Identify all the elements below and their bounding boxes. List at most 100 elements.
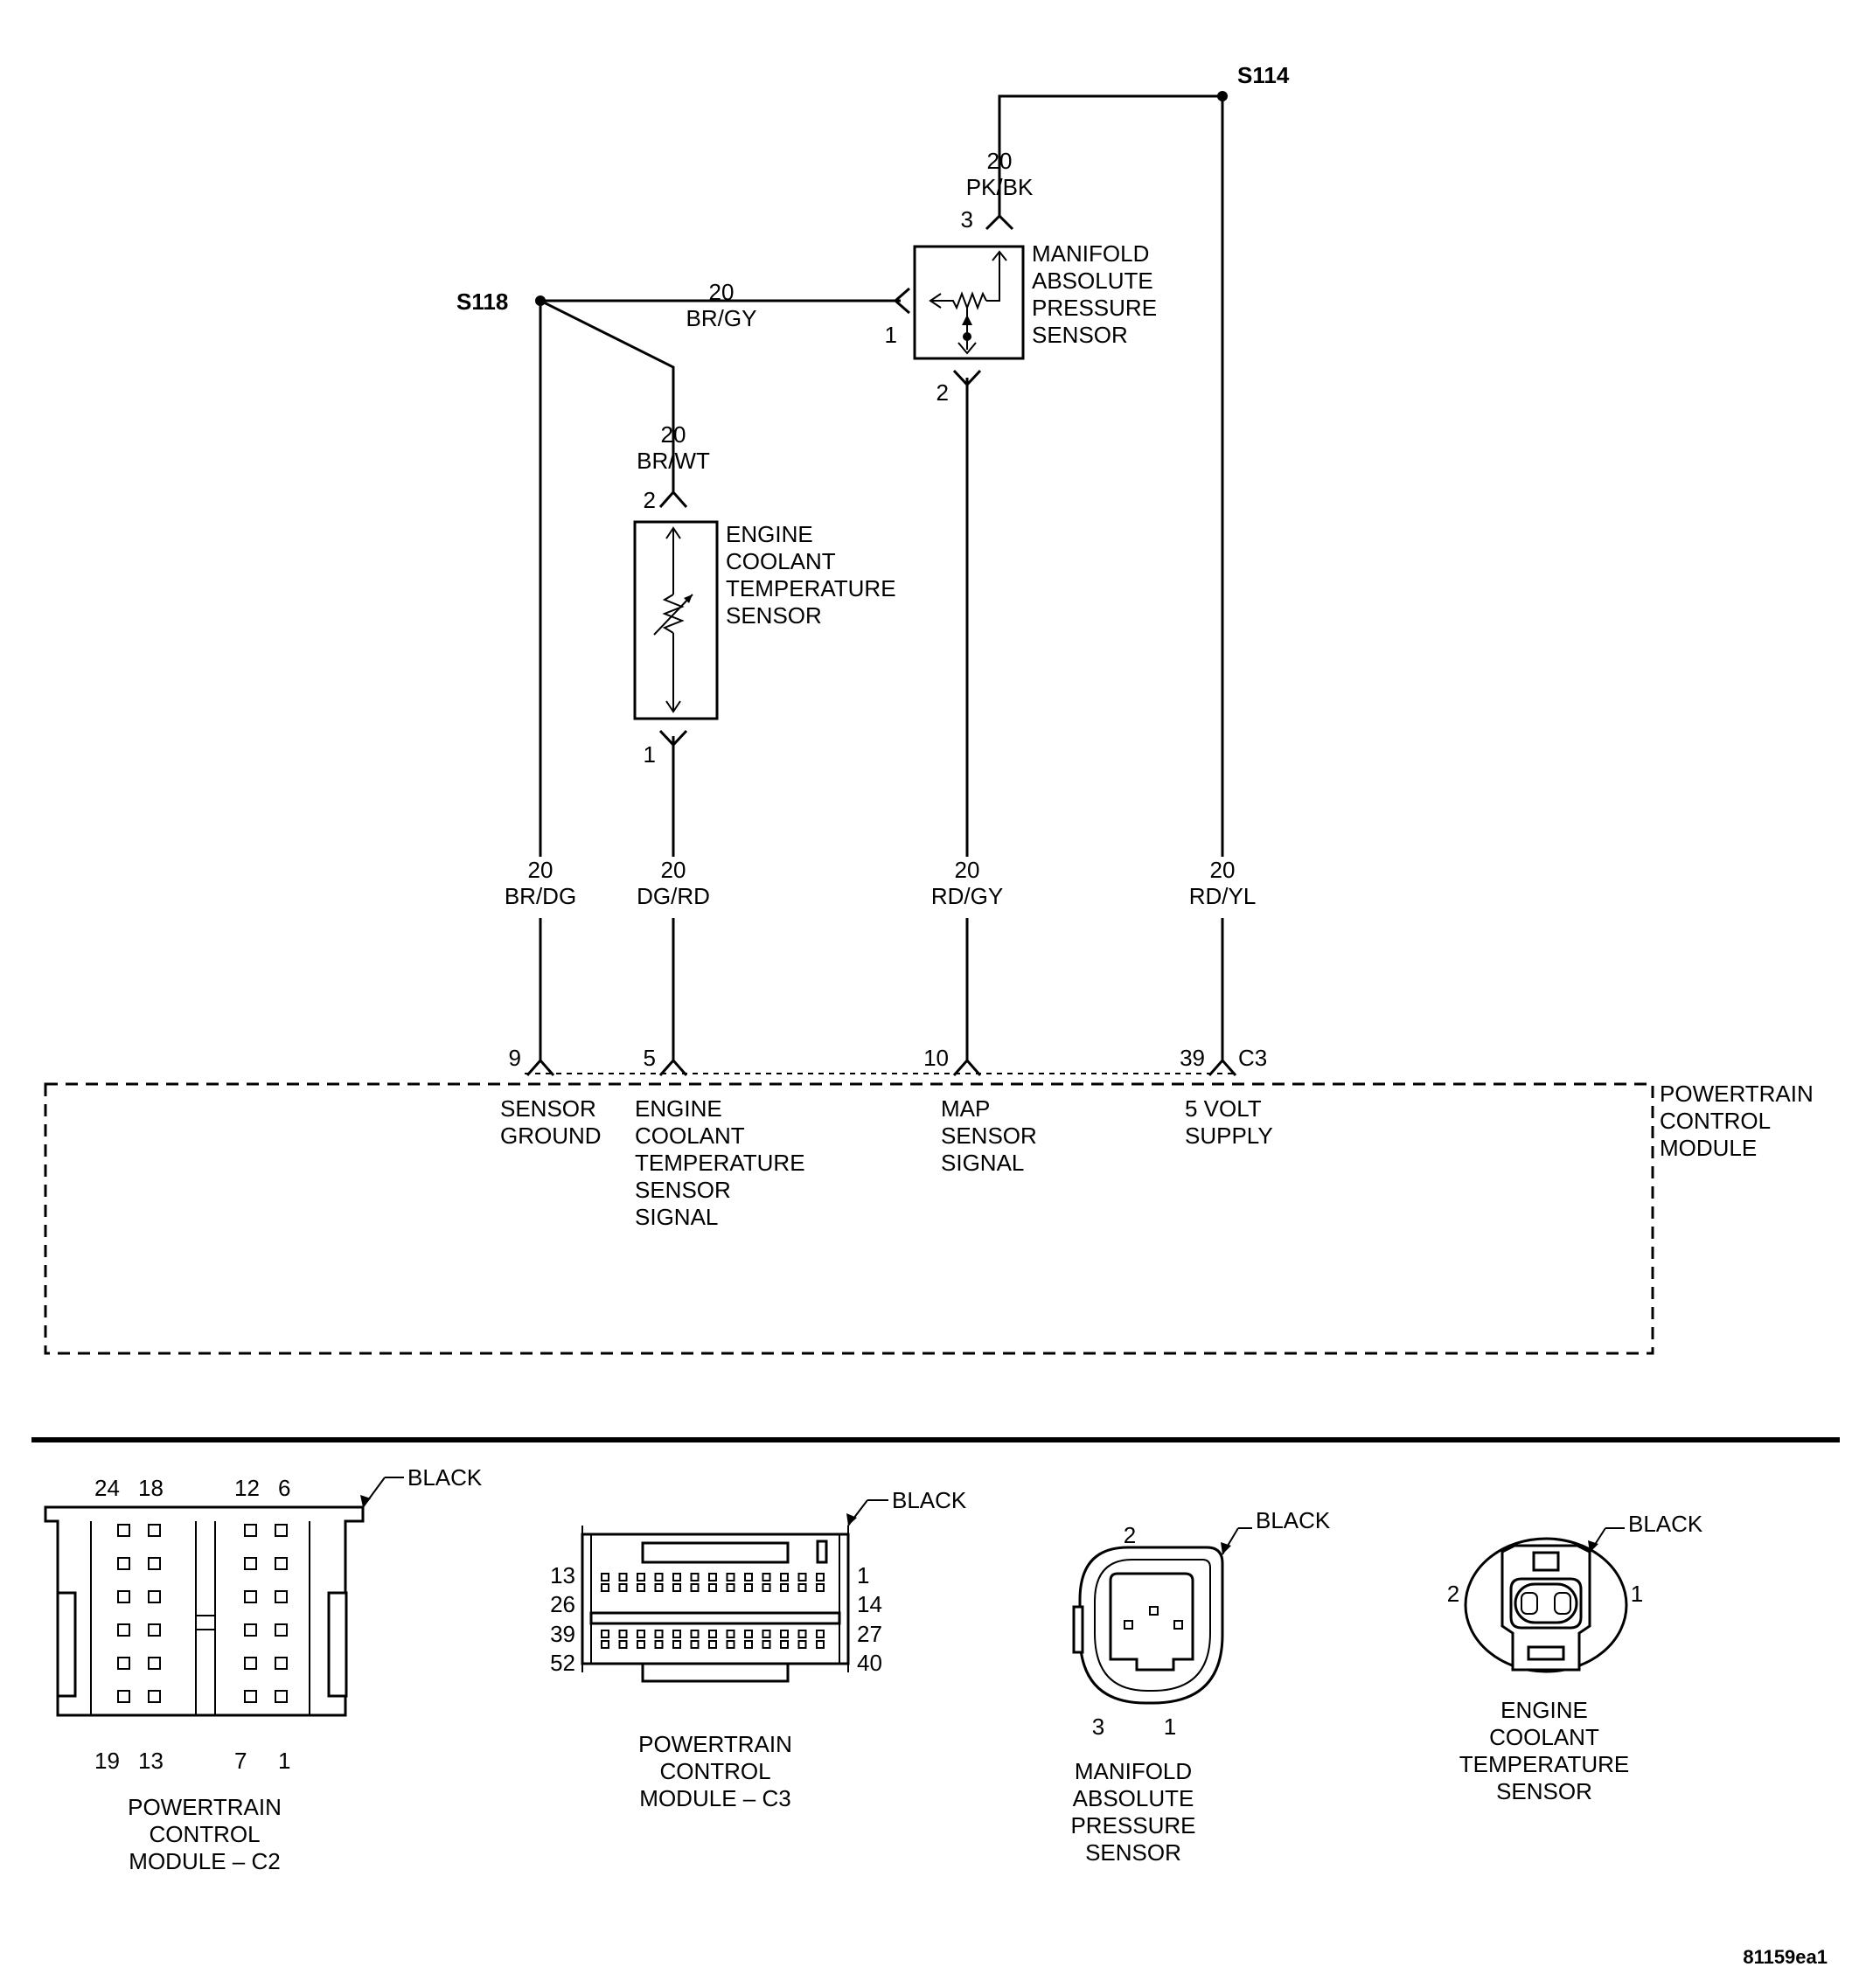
c3-color: BLACK xyxy=(892,1487,967,1513)
ect-sensor-symbol xyxy=(633,428,719,747)
map-connector-caption-line: ABSOLUTE xyxy=(1073,1785,1194,1811)
pin-cavity xyxy=(244,1623,257,1637)
ect-connector-caption-line: TEMPERATURE xyxy=(1459,1751,1630,1777)
pin-cavity xyxy=(244,1657,257,1670)
wire-s118-to-ect xyxy=(540,299,675,428)
pin-cavity xyxy=(637,1630,645,1638)
wire-ground-color: BR/DG xyxy=(505,883,576,909)
c2-pin-number: 18 xyxy=(138,1475,164,1501)
pin-cavity xyxy=(744,1583,753,1592)
pcm-label-line: MODULE xyxy=(1660,1135,1757,1161)
pin-cavity xyxy=(744,1640,753,1649)
ect-label-line: COOLANT xyxy=(726,548,836,574)
wire-s118-ect-color: BR/WT xyxy=(637,448,710,474)
c2-pin-number: 7 xyxy=(234,1748,247,1774)
c2-pin-number: 1 xyxy=(278,1748,290,1774)
pcm-pin-label-line: MAP xyxy=(941,1095,990,1122)
ect-connector-caption-line: ENGINE xyxy=(1500,1697,1588,1723)
c3-pin-number: 27 xyxy=(857,1621,882,1647)
pin-cavity xyxy=(816,1573,825,1581)
pin-cavity xyxy=(637,1573,645,1581)
pcm-pin-label-line: GROUND xyxy=(500,1123,602,1149)
ect-connector-pin: 2 xyxy=(1447,1581,1459,1607)
pin-cavity xyxy=(797,1630,807,1638)
pin-cavity xyxy=(744,1573,753,1581)
pin-cavity xyxy=(275,1590,288,1603)
c2-pin-number: 24 xyxy=(94,1475,120,1501)
c2-caption-line: CONTROL xyxy=(149,1821,260,1847)
wire-5v-gauge: 20 xyxy=(1210,857,1236,883)
pcm-pin-label-line: SIGNAL xyxy=(635,1204,718,1230)
ect-connector-caption-line: COOLANT xyxy=(1489,1724,1599,1750)
pin-cavity xyxy=(654,1583,664,1592)
pin-cavity xyxy=(654,1640,664,1649)
c3-pin-number: 1 xyxy=(857,1562,869,1588)
c3-caption-line: MODULE – C3 xyxy=(639,1785,790,1811)
pin-cavity xyxy=(148,1557,161,1570)
schematic xyxy=(526,91,1237,1076)
c3-pin-number: 40 xyxy=(857,1650,882,1676)
pcm-pin-label-line: 5 VOLT xyxy=(1185,1095,1262,1122)
pin-cavity xyxy=(762,1583,771,1592)
map-connector-caption-line: MANIFOLD xyxy=(1075,1758,1192,1784)
wire-s118-ect-gauge: 20 xyxy=(661,421,686,448)
pin-cavity xyxy=(244,1557,257,1570)
map-connector-pin: 1 xyxy=(1164,1713,1176,1740)
pin-cavity xyxy=(618,1630,628,1638)
pin-cavity xyxy=(637,1640,645,1649)
wire-ect-signal-gauge: 20 xyxy=(661,857,686,883)
pin-cavity xyxy=(618,1640,628,1649)
pin-cavity xyxy=(637,1583,645,1592)
pin-cavity xyxy=(654,1630,664,1638)
pin-cavity xyxy=(816,1630,825,1638)
wire-ground-gauge: 20 xyxy=(528,857,554,883)
map-pin-2: 2 xyxy=(936,379,949,406)
pcm-pin-label-line: ENGINE xyxy=(635,1095,722,1122)
pcm-pin-label-line: SIGNAL xyxy=(941,1150,1024,1176)
wire-map-feed-color: PK/BK xyxy=(966,174,1034,200)
pin-cavity xyxy=(117,1690,130,1703)
pin-cavity xyxy=(708,1573,717,1581)
map-sensor-label: MANIFOLD ABSOLUTE PRESSURE SENSOR xyxy=(1032,240,1157,348)
map-label-line: MANIFOLD xyxy=(1032,240,1149,267)
pin-cavity xyxy=(762,1640,771,1649)
pin-cavity xyxy=(726,1630,735,1638)
pin-cavity xyxy=(690,1640,700,1649)
pcm-pin-10-label: MAP SENSOR SIGNAL xyxy=(941,1095,1037,1176)
pcm-pin-label-line: TEMPERATURE xyxy=(635,1150,805,1176)
ect-pin-2: 2 xyxy=(644,487,656,513)
pcm-pin-label-line: SENSOR xyxy=(941,1123,1037,1149)
pin-cavity xyxy=(601,1573,609,1581)
pin-cavity xyxy=(726,1640,735,1649)
pcm-pin-label-line: SUPPLY xyxy=(1185,1123,1273,1149)
pin-cavity xyxy=(117,1623,130,1637)
pin-cavity xyxy=(744,1630,753,1638)
pcm-pin-number: 5 xyxy=(644,1045,656,1071)
pcm-pin-label-line: SENSOR xyxy=(635,1177,731,1203)
pin-cavity xyxy=(148,1623,161,1637)
connector-view-c3: BLACK 13 26 39 52 1 14 27 40 POWERTRAIN … xyxy=(550,1487,967,1811)
splice-s114-label: S114 xyxy=(1237,62,1290,88)
pin-cavity xyxy=(275,1657,288,1670)
pin-cavity xyxy=(726,1573,735,1581)
pin-cavity xyxy=(275,1623,288,1637)
pcm-pin-number: 9 xyxy=(509,1045,521,1071)
ect-connector-pin: 1 xyxy=(1631,1581,1643,1607)
c2-pin-number: 6 xyxy=(278,1475,290,1501)
pcm-pin-9-label: SENSOR GROUND xyxy=(500,1095,602,1149)
ect-connector-color: BLACK xyxy=(1628,1511,1703,1537)
ect-sensor-label: ENGINE COOLANT TEMPERATURE SENSOR xyxy=(726,521,896,629)
map-connector-pin: 3 xyxy=(1092,1713,1104,1740)
c3-pin-number: 52 xyxy=(550,1650,575,1676)
pin-cavity xyxy=(672,1630,681,1638)
pin-cavity xyxy=(117,1657,130,1670)
ect-label-line: ENGINE xyxy=(726,521,813,547)
ect-pin-1: 1 xyxy=(644,741,656,768)
map-connector-color: BLACK xyxy=(1256,1507,1331,1533)
c3-pin-number: 14 xyxy=(857,1591,882,1617)
pin-cavity xyxy=(708,1640,717,1649)
wire-s118-map-color: BR/GY xyxy=(686,305,757,331)
pcm-label-line: CONTROL xyxy=(1660,1108,1771,1134)
connector-view-ect: BLACK 2 1 ENGINE COOLANT TEMPERATURE SEN… xyxy=(1447,1511,1703,1804)
